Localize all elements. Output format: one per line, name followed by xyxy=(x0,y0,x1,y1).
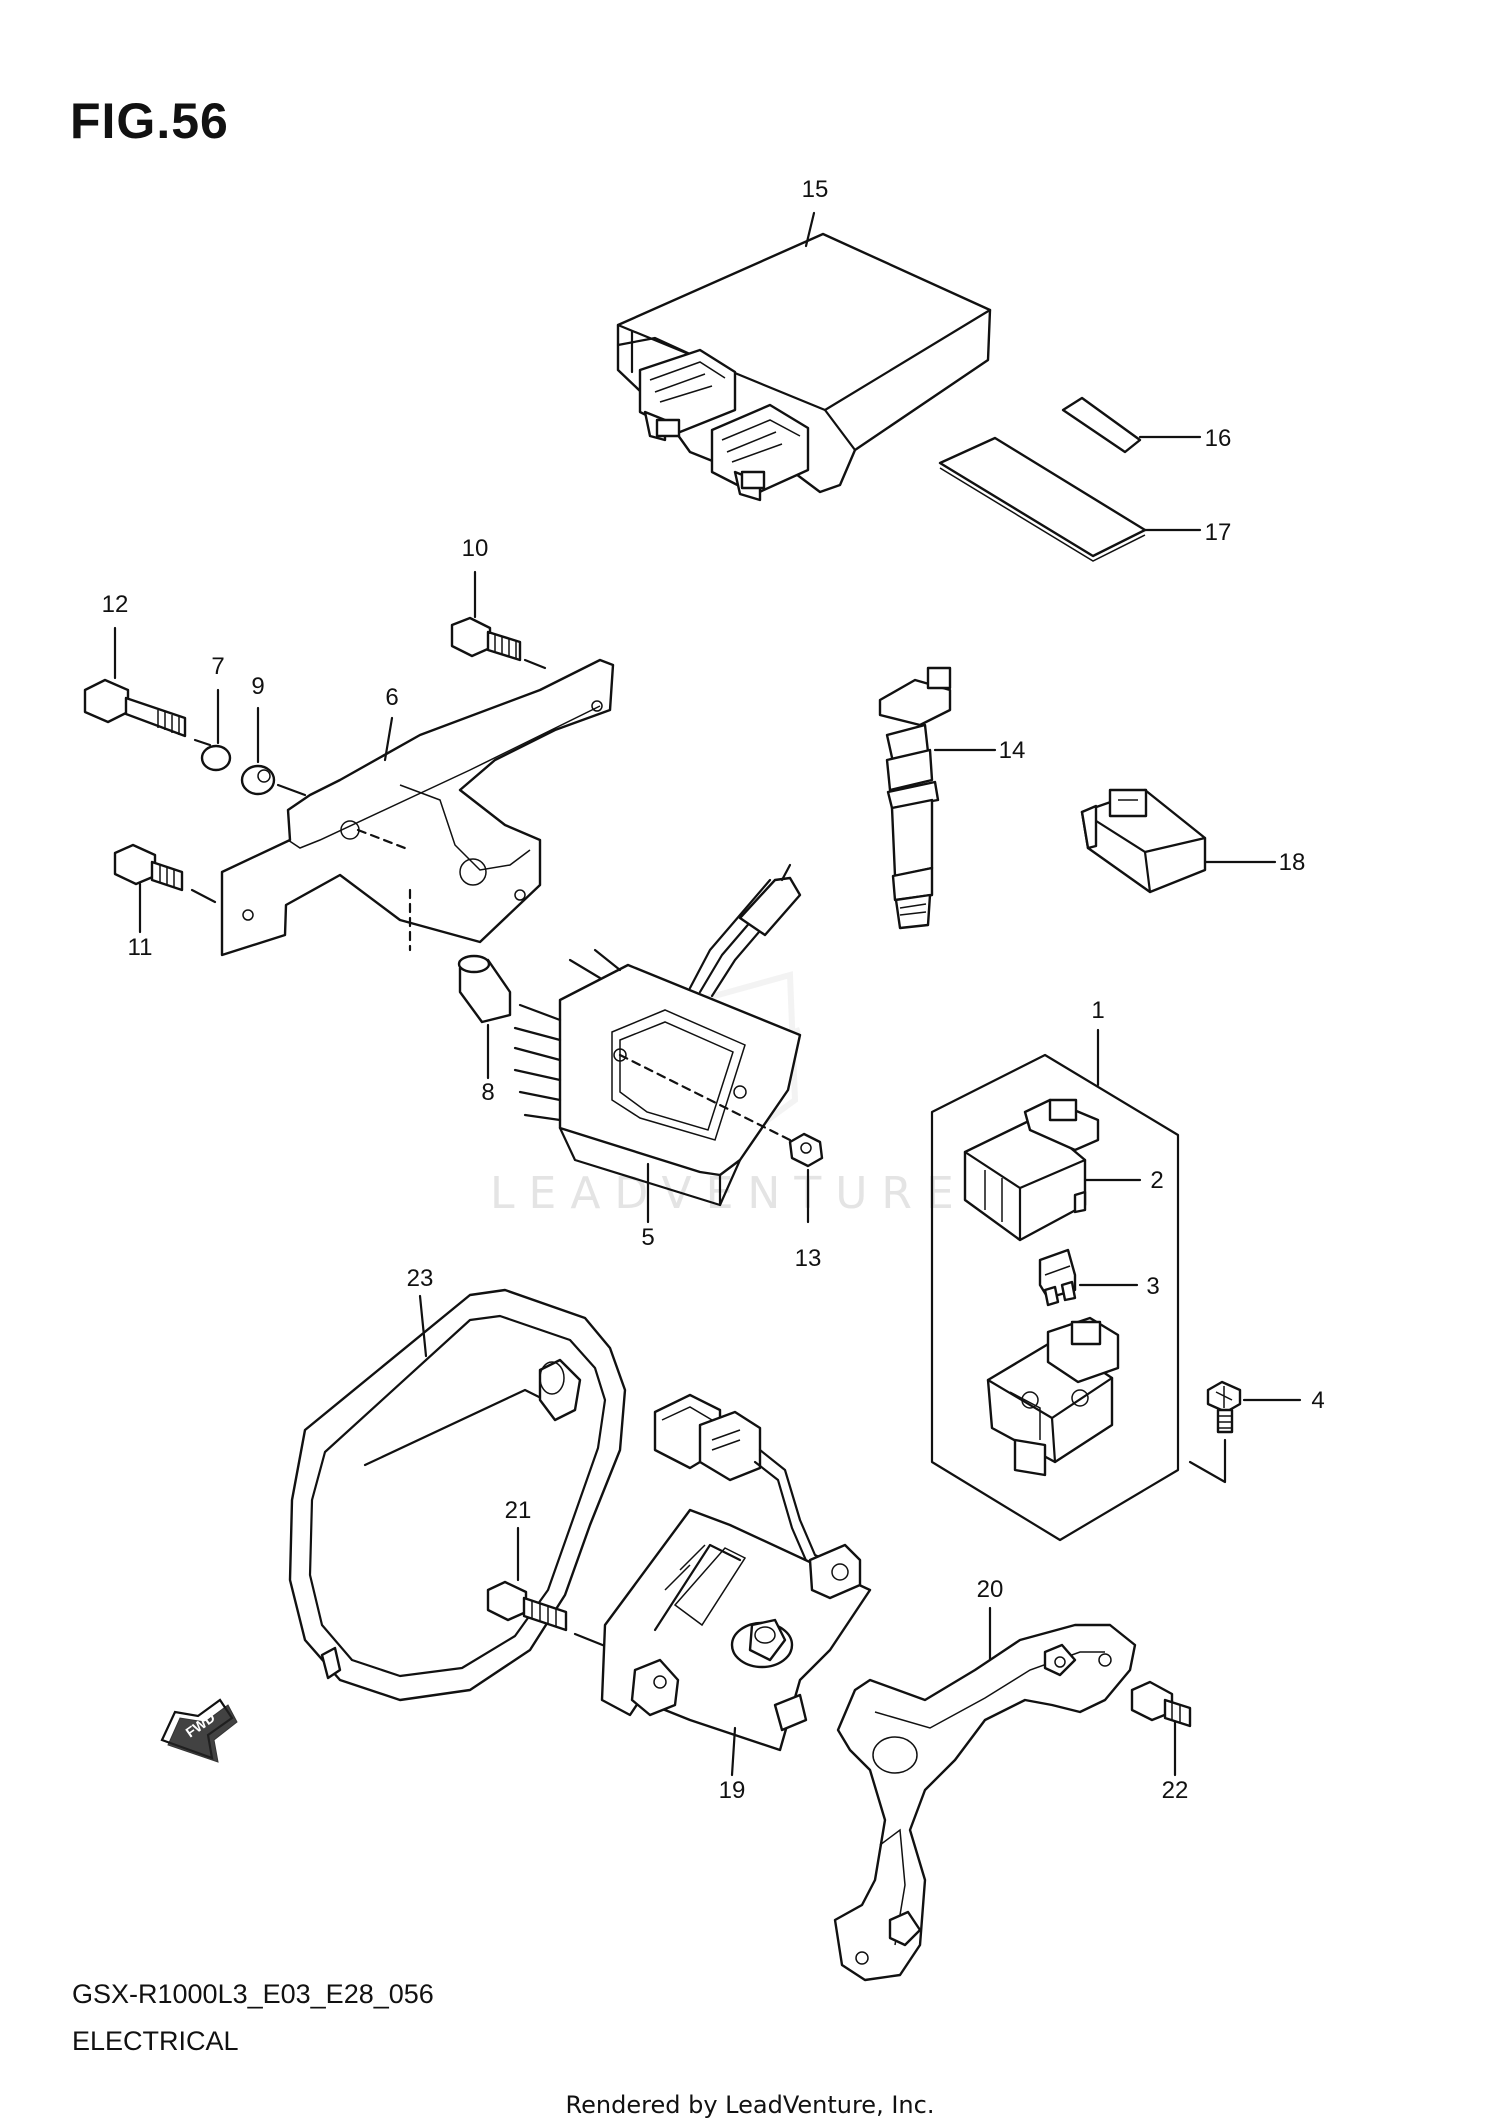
callout-20: 20 xyxy=(977,1576,1004,1603)
callout-18: 18 xyxy=(1279,849,1306,876)
callout-23: 23 xyxy=(407,1265,434,1292)
part-9-grommet xyxy=(240,764,276,796)
part-1-assembly-box xyxy=(930,1053,1180,1542)
part-2-relay-cover xyxy=(963,1098,1100,1242)
leader-19 xyxy=(730,1726,737,1777)
callout-17: 17 xyxy=(1205,519,1232,546)
callout-19: 19 xyxy=(719,1777,746,1804)
part-16-pad xyxy=(1061,396,1142,454)
alignment-line-6-5 xyxy=(356,828,412,852)
part-21-bolt xyxy=(486,1580,568,1632)
figure-title: FIG.56 xyxy=(70,93,229,149)
part-10-bolt xyxy=(450,616,547,670)
part-1-relay-body xyxy=(986,1316,1120,1477)
part-23-cover xyxy=(288,1288,627,1702)
rendered-by-credit: Rendered by LeadVenture, Inc. xyxy=(565,2091,935,2119)
callout-21: 21 xyxy=(505,1497,532,1524)
part-12-bolt xyxy=(83,678,187,738)
leader-15 xyxy=(804,211,816,248)
leader-23 xyxy=(418,1294,428,1358)
callout-10: 10 xyxy=(462,535,489,562)
leader-12-ext xyxy=(193,738,212,747)
part-17-pad xyxy=(938,436,1147,558)
callout-3: 3 xyxy=(1146,1273,1159,1300)
section-name: ELECTRICAL xyxy=(72,2026,239,2056)
part-5-regulator xyxy=(513,863,802,1207)
callout-5: 5 xyxy=(641,1224,654,1251)
alignment-line-5-13 xyxy=(618,1053,792,1142)
callout-13: 13 xyxy=(795,1245,822,1272)
part-8-spacer xyxy=(457,954,512,1024)
callout-22: 22 xyxy=(1162,1777,1189,1804)
part-15-ecm xyxy=(616,232,992,502)
callout-16: 16 xyxy=(1205,425,1232,452)
part-6-bracket xyxy=(220,658,615,957)
part-3-fuse xyxy=(1038,1248,1077,1307)
callout-15: 15 xyxy=(802,176,829,203)
part-7-washer xyxy=(200,744,232,772)
part-13-nut xyxy=(788,1132,824,1168)
callout-14: 14 xyxy=(999,737,1026,764)
part-19-sensor-unit xyxy=(600,1393,872,1752)
callout-8: 8 xyxy=(481,1079,494,1106)
callout-2: 2 xyxy=(1150,1167,1163,1194)
leader-9-ext xyxy=(276,783,307,797)
callout-11: 11 xyxy=(128,934,153,961)
part-22-bolt xyxy=(1130,1680,1192,1728)
leader-4-ext xyxy=(1188,1438,1227,1484)
part-20-bracket xyxy=(833,1623,1137,1982)
model-code: GSX-R1000L3_E03_E28_056 xyxy=(72,1979,434,2009)
part-4-screw xyxy=(1206,1380,1242,1434)
part-11-bolt xyxy=(113,843,217,904)
watermark-text: LEADVENTURE xyxy=(490,1168,968,1219)
part-17-pad-edge xyxy=(939,467,1146,562)
callout-9: 9 xyxy=(251,673,264,700)
part-14-sensor xyxy=(878,666,952,930)
callout-4: 4 xyxy=(1311,1387,1324,1414)
fwd-direction-arrow: FWD xyxy=(160,1698,238,1763)
callout-7: 7 xyxy=(211,653,224,680)
callout-6: 6 xyxy=(385,684,398,711)
callout-1: 1 xyxy=(1091,997,1104,1024)
callout-12: 12 xyxy=(102,591,129,618)
leader-6 xyxy=(383,716,394,762)
part-18-relay xyxy=(1080,788,1207,894)
